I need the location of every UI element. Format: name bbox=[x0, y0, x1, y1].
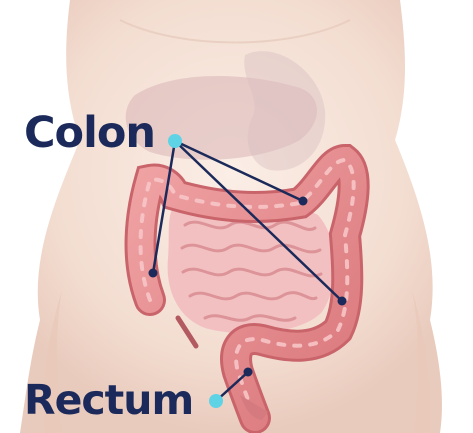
colon-point-descending bbox=[337, 296, 347, 306]
rectum-end bbox=[240, 395, 268, 420]
torso-shadow-right bbox=[412, 290, 431, 433]
rectum-callout-line bbox=[215, 371, 249, 402]
rectum-label: Rectum bbox=[24, 376, 194, 424]
chest-line bbox=[119, 19, 351, 44]
rectum-anchor-dot bbox=[209, 394, 223, 408]
colon-label: Colon bbox=[24, 108, 156, 158]
colon-point-transverse bbox=[298, 196, 308, 206]
appendix bbox=[175, 315, 199, 349]
colon-anchor-dot bbox=[168, 134, 182, 148]
rectum-point bbox=[243, 367, 253, 377]
small-intestine-folds bbox=[180, 220, 323, 322]
colon bbox=[124, 143, 370, 433]
small-intestine bbox=[167, 199, 336, 334]
torso-shadow-left bbox=[43, 290, 62, 433]
stomach bbox=[244, 51, 326, 171]
colon-callout-lines bbox=[151, 139, 343, 302]
colon-point-ascending bbox=[148, 268, 158, 278]
